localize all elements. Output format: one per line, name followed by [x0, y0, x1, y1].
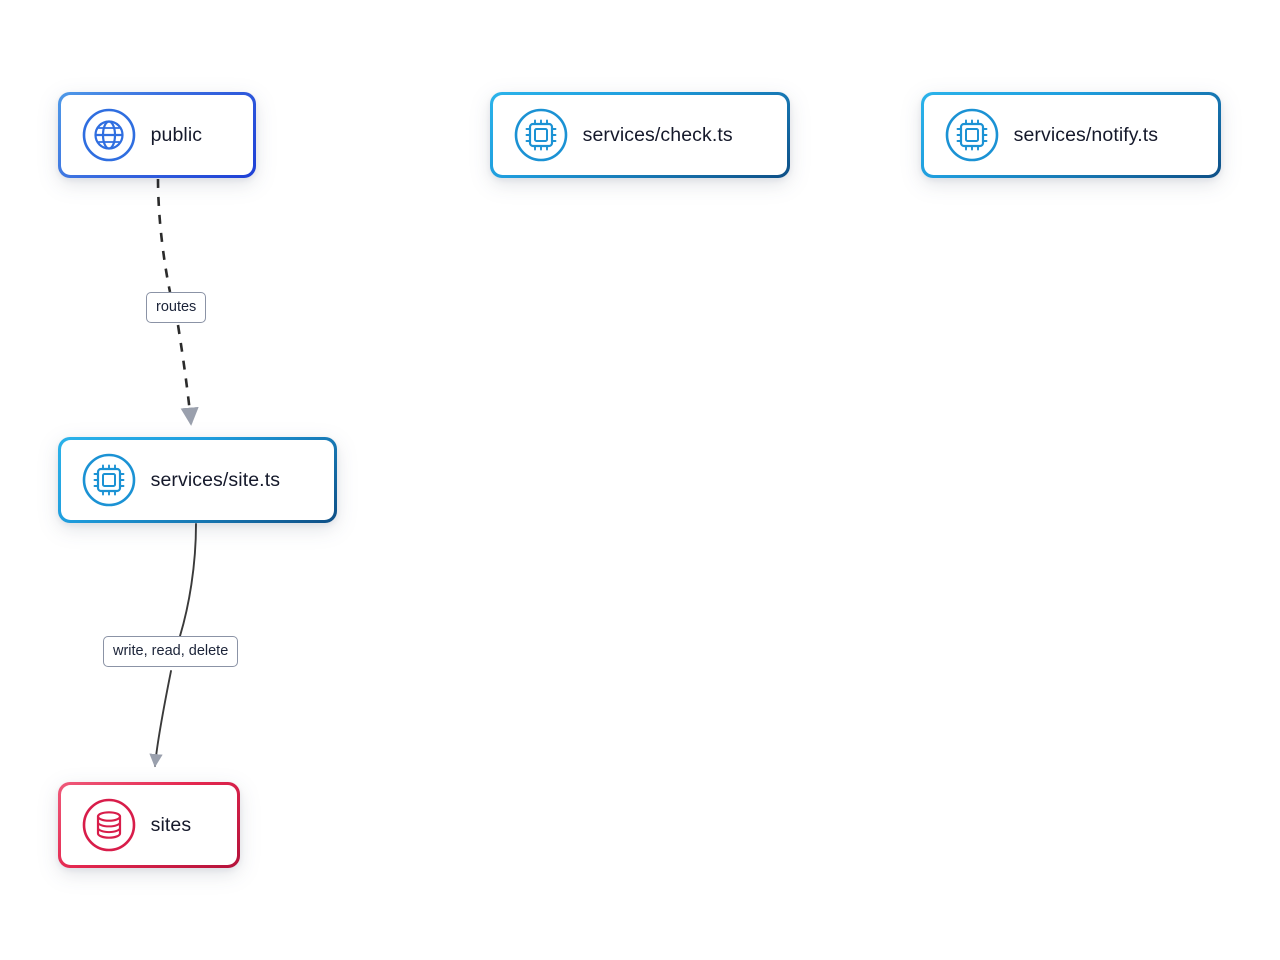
node-label-services-site-ts: services/site.ts	[150, 468, 281, 491]
node-public[interactable]: public	[58, 92, 256, 178]
globe-icon	[82, 108, 135, 162]
node-services-notify-ts[interactable]: services/notify.ts	[921, 92, 1221, 178]
edge-site-to-sites	[179, 523, 197, 637]
node-services-check-ts[interactable]: services/check.ts	[490, 92, 790, 178]
edge-site-to-sites-tail	[149, 670, 172, 768]
node-label-sites: sites	[150, 813, 192, 836]
chip-icon	[514, 108, 567, 162]
edge-label-write-read-delete[interactable]: write, read, delete	[103, 636, 239, 667]
chip-icon	[945, 108, 998, 162]
node-label-services-notify-ts: services/notify.ts	[1013, 123, 1159, 146]
node-services-site-ts[interactable]: services/site.ts	[58, 437, 337, 523]
edge-public-to-site	[156, 178, 172, 293]
database-icon	[82, 798, 135, 852]
node-label-services-check-ts: services/check.ts	[582, 123, 733, 146]
edge-public-to-site-tail	[176, 324, 199, 426]
chip-icon	[82, 453, 135, 507]
node-sites[interactable]: sites	[58, 782, 240, 868]
node-label-public: public	[150, 123, 203, 146]
edge-label-routes[interactable]: routes	[146, 292, 207, 323]
